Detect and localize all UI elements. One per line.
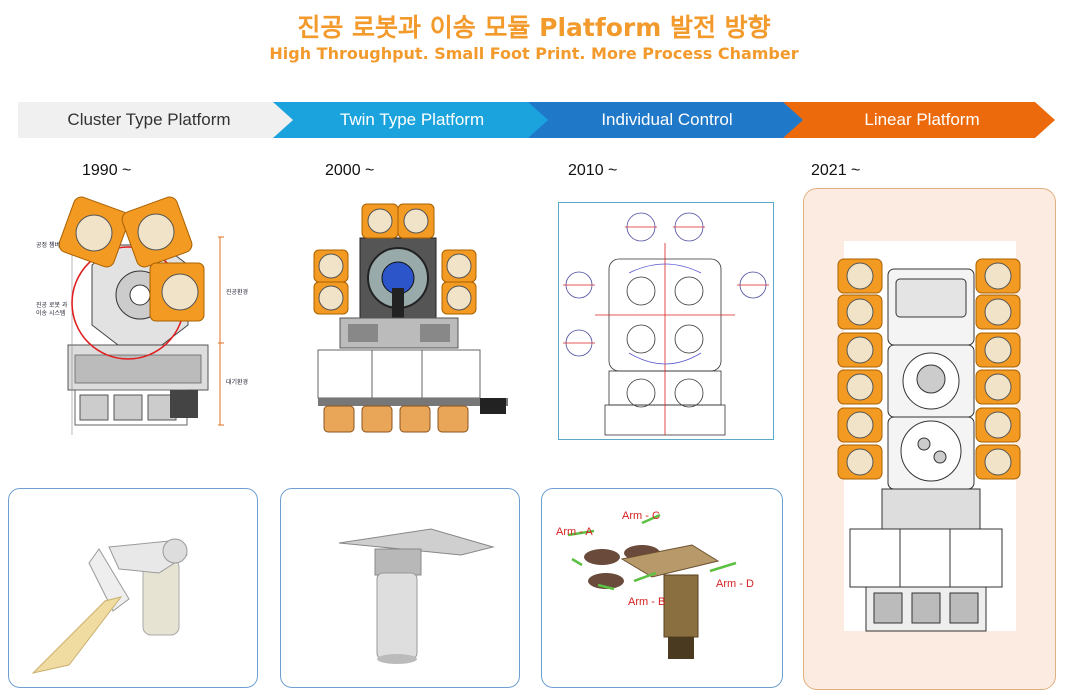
stage-cluster-arrow-shape	[18, 102, 294, 138]
linear-wafer-left-4	[846, 373, 874, 401]
linear-wafer-right-5	[984, 411, 1012, 439]
stage-linear: Linear Platform	[783, 102, 1055, 138]
page-title: 진공 로봇과 이송 모듈 Platform 발전 방향	[297, 13, 771, 42]
linear-left-chambers	[837, 258, 883, 480]
linear-wafer-right-1	[984, 262, 1012, 290]
stage-individual-label: Individual Control	[601, 110, 733, 129]
cluster-label-vacuum: 진공환경	[226, 289, 249, 296]
linear-wafer-left-6	[846, 448, 874, 476]
linear-wafer-right-3	[984, 336, 1012, 364]
twin-platform-drawing	[313, 203, 508, 433]
linear-wafer-left-2	[846, 298, 874, 326]
individual-robot-drawing: Arm - A Arm - C Arm - D Arm - B	[556, 510, 754, 659]
stage-cluster-label: Cluster Type Platform	[67, 110, 231, 129]
twin-platform-diagram	[310, 200, 510, 442]
stage-individual: Individual Control	[528, 102, 804, 138]
cluster-platform-diagram: 공정 챔버 진공 로봇 과 이송 시스템 진공환경 대기환경	[20, 195, 260, 445]
individual-control-diagram	[558, 202, 774, 440]
arm-a-label: Arm - A	[556, 526, 593, 538]
stage-twin-label: Twin Type Platform	[339, 110, 485, 129]
year-2000: 2000 ~	[325, 162, 375, 179]
stage-individual-arrow-shape	[528, 102, 804, 138]
year-2010: 2010 ~	[568, 162, 618, 179]
linear-wafer-right-4	[984, 373, 1012, 401]
stage-cluster: Cluster Type Platform	[18, 102, 294, 138]
page-subtitle: High Throughput. Small Foot Print. More …	[269, 44, 799, 63]
arm-b-label: Arm - B	[628, 596, 665, 608]
stage-linear-arrow-shape	[783, 102, 1055, 138]
arm-d-label: Arm - D	[716, 578, 754, 590]
cluster-robot-photo	[8, 488, 258, 688]
twin-robot-photo	[280, 488, 520, 688]
year-2021: 2021 ~	[811, 162, 861, 179]
linear-platform-drawing	[837, 241, 1021, 632]
linear-wafer-left-5	[846, 411, 874, 439]
arm-c-label: Arm - C	[622, 510, 660, 522]
cluster-label-robot-1: 진공 로봇 과	[36, 302, 68, 309]
cluster-label-atmosphere: 대기환경	[226, 379, 249, 386]
stage-twin-arrow-shape	[273, 102, 549, 138]
linear-wafer-right-2	[984, 298, 1012, 326]
individual-robot-photo: Arm - A Arm - C Arm - D Arm - B	[541, 488, 783, 688]
year-1990: 1990 ~	[82, 162, 132, 179]
frog-leg-robot-drawing	[31, 538, 188, 674]
cluster-label-robot-2: 이송 시스템	[36, 310, 66, 317]
linear-wafer-left-1	[846, 262, 874, 290]
linear-right-chambers	[975, 258, 1021, 480]
cluster-platform-drawing	[58, 196, 224, 435]
linear-platform-card	[803, 188, 1056, 690]
twin-robot-drawing	[338, 528, 495, 664]
stage-linear-label: Linear Platform	[864, 110, 980, 129]
individual-control-drawing	[563, 212, 769, 436]
stage-twin: Twin Type Platform	[273, 102, 549, 138]
cluster-label-chamber: 공정 챔버	[36, 242, 60, 249]
linear-wafer-right-6	[984, 448, 1012, 476]
linear-wafer-left-3	[846, 336, 874, 364]
